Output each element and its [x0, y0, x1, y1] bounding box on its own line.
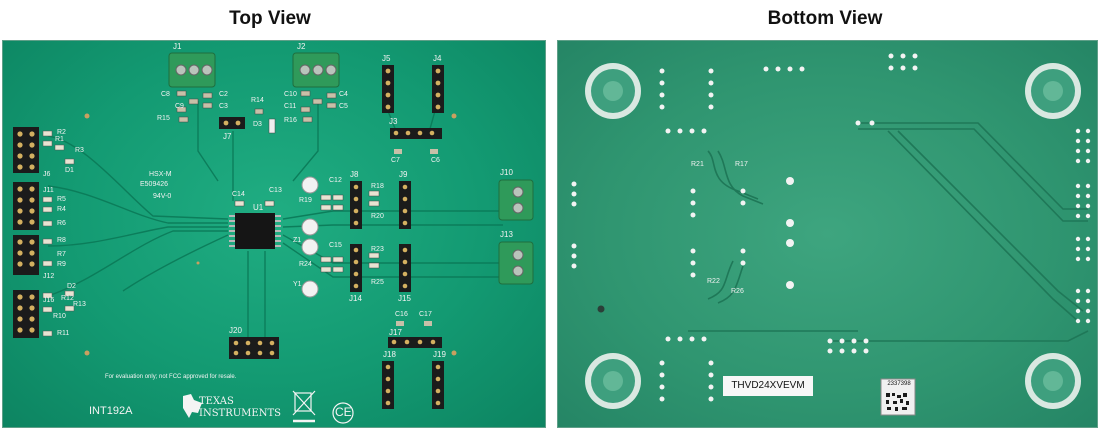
label-r25: R25: [371, 279, 384, 286]
label-j8: J8: [350, 170, 359, 179]
label-r16: R16: [284, 117, 297, 124]
label-c11: C11: [284, 103, 297, 110]
label-r24: R24: [299, 261, 312, 268]
evaluation-note: For evaluation only; not FCC approved fo…: [105, 374, 237, 380]
label-j20: J20: [229, 326, 242, 335]
rubber-feet: [585, 63, 1081, 409]
label-c17: C17: [419, 311, 432, 318]
vendor-mark-1: HSX-M: [149, 171, 172, 178]
label-r23: R23: [371, 246, 384, 253]
jumper-j7: [219, 117, 245, 129]
label-r4: R4: [57, 206, 66, 213]
sticker-number: 2337398: [887, 381, 911, 387]
vendor-mark-3: 94V-0: [153, 193, 172, 200]
label-j14: J14: [349, 294, 362, 303]
label-r13: R13: [73, 301, 86, 308]
label-c9: C9: [175, 103, 184, 110]
label-r14: R14: [251, 97, 264, 104]
label-r3: R3: [75, 147, 84, 154]
header-j20: [229, 337, 279, 359]
label-c15: C15: [329, 242, 342, 249]
top-view-board: J1 J2 J3 J4 J5 J6 J7 J8 J9 J10 J11 J12 J…: [2, 40, 546, 428]
ti-logo-line1: TEXAS: [199, 396, 234, 407]
label-c3: C3: [219, 103, 228, 110]
label-d1: D1: [65, 167, 74, 174]
bottom-label-r22: R22: [707, 278, 720, 285]
label-j17: J17: [389, 328, 402, 337]
label-j4: J4: [433, 54, 442, 63]
label-r20: R20: [371, 213, 384, 220]
label-c2: C2: [219, 91, 228, 98]
ti-logo-line2: INSTRUMENTS: [199, 408, 281, 419]
top-view-title: Top View: [229, 8, 311, 29]
left-header-banks: [13, 127, 39, 338]
label-j11: J11: [43, 187, 54, 194]
part-label: THVD24XVEVM: [731, 380, 805, 391]
label-r11: R11: [57, 330, 70, 337]
label-y1: Y1: [293, 281, 302, 288]
label-j16: J16: [43, 297, 55, 304]
label-j3: J3: [389, 117, 398, 126]
label-j15: J15: [398, 294, 411, 303]
label-r8: R8: [57, 237, 66, 244]
ce-mark: CE: [335, 405, 352, 419]
label-r7: R7: [57, 251, 66, 258]
label-j7: J7: [223, 132, 232, 141]
part-label-box: [723, 376, 813, 396]
label-c8: C8: [161, 91, 170, 98]
bottom-label-r26: R26: [731, 288, 744, 295]
vendor-mark-2: E509426: [140, 181, 169, 188]
label-r19: R19: [299, 197, 312, 204]
top-board-artwork: [13, 52, 534, 424]
label-j1: J1: [173, 42, 182, 51]
label-r2: R2: [57, 129, 66, 136]
terminal-block-j1: [168, 52, 216, 88]
label-z1: Z1: [293, 237, 302, 244]
label-c5: C5: [339, 103, 348, 110]
terminal-block-j13: [498, 241, 534, 285]
label-j13: J13: [500, 230, 513, 239]
label-r10: R10: [53, 313, 66, 320]
label-j10: J10: [500, 168, 513, 177]
label-c6: C6: [431, 157, 440, 164]
terminal-block-j10: [498, 179, 534, 221]
bottom-view-board: R21 R17 R22 R26 THVD24XVEVM 2337398: [557, 40, 1098, 428]
label-j12: J12: [43, 273, 55, 280]
label-d3: D3: [253, 121, 262, 128]
label-d2: D2: [67, 283, 76, 290]
bottom-label-r21: R21: [691, 161, 704, 168]
label-c12: C12: [329, 177, 342, 184]
label-r18: R18: [371, 183, 384, 190]
bottom-label-r17: R17: [735, 161, 748, 168]
label-r12: R12: [61, 295, 74, 302]
label-j19: J19: [433, 350, 446, 359]
label-r9: R9: [57, 261, 66, 268]
label-r5: R5: [57, 196, 66, 203]
bottom-board-artwork: [571, 53, 1091, 416]
ic-u1: [229, 213, 281, 249]
label-r1: R1: [55, 136, 64, 143]
label-j9: J9: [399, 170, 408, 179]
label-c4: C4: [339, 91, 348, 98]
label-u1: U1: [253, 203, 264, 212]
label-c7: C7: [391, 157, 400, 164]
label-j6: J6: [43, 171, 51, 178]
label-r6: R6: [57, 220, 66, 227]
label-c10: C10: [284, 91, 297, 98]
board-id: INT192A: [89, 405, 133, 417]
terminal-block-j2: [292, 52, 340, 88]
label-j18: J18: [383, 350, 396, 359]
label-c14: C14: [232, 191, 245, 198]
label-j5: J5: [382, 54, 391, 63]
label-j2: J2: [297, 42, 306, 51]
ti-logo-shape: [183, 394, 202, 418]
label-c13: C13: [269, 187, 282, 194]
label-r15: R15: [157, 115, 170, 122]
label-c16: C16: [395, 311, 408, 318]
bottom-view-title: Bottom View: [767, 8, 883, 29]
